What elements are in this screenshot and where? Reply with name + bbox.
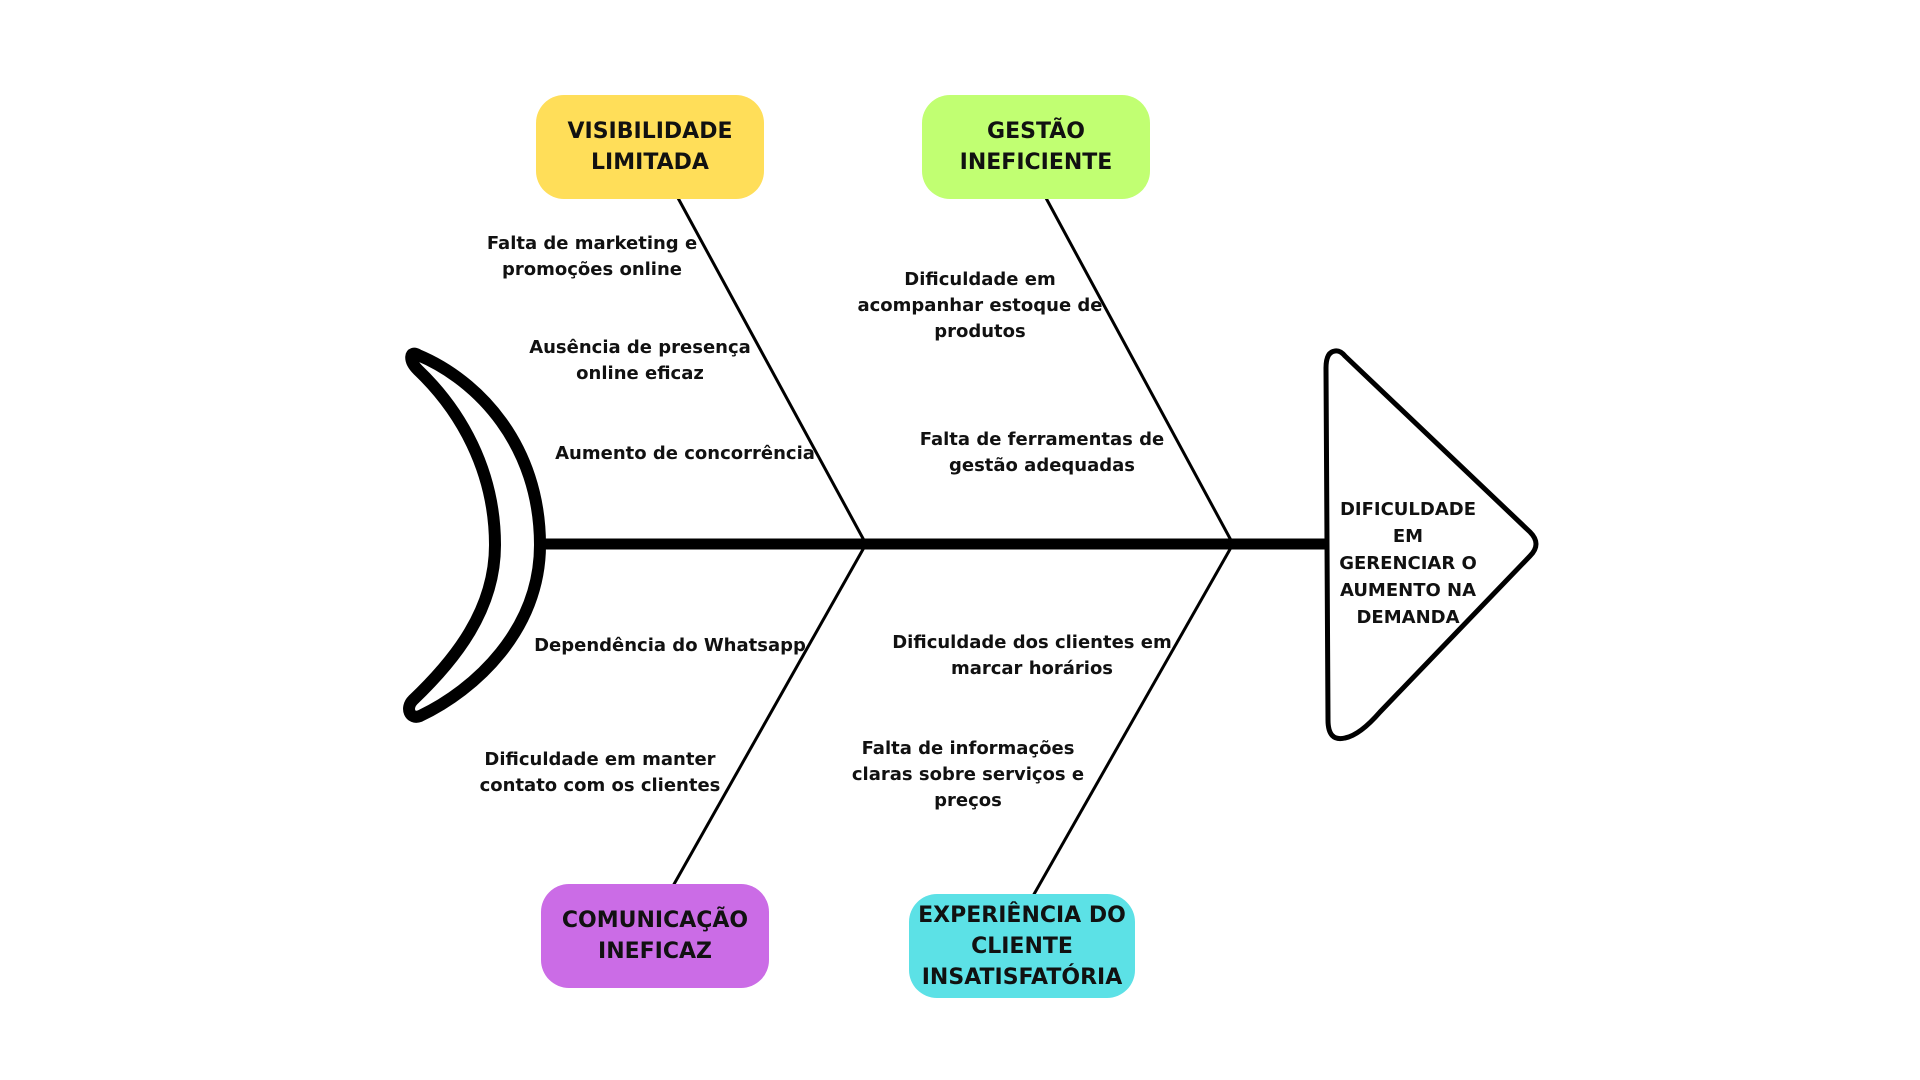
cause-dificuldade-estoque: Dificuldade em acompanhar estoque de pro…: [857, 269, 1103, 342]
category-comunicacao-ineficaz: COMUNICAÇÃO INEFICAZ: [541, 884, 769, 988]
category-visibilidade-limitada: VISIBILIDADE LIMITADA: [536, 95, 764, 199]
fish-tail: [403, 347, 546, 723]
cause-ausencia-de-presenca: Ausência de presença online eficaz: [529, 337, 751, 384]
bone-comunicacao: [671, 543, 868, 887]
cause-falta-de-marketing: Falta de marketing e promoções online: [486, 233, 698, 280]
cause-dependencia-whatsapp: Dependência do Whatsapp: [534, 635, 806, 656]
category-gestao-ineficiente: GESTÃO INEFICIENTE: [922, 95, 1150, 199]
category-experiencia-do-cliente: EXPERIÊNCIA DO CLIENTE INSATISFATÓRIA: [909, 894, 1135, 998]
cause-falta-de-informacoes: Falta de informações claras sobre serviç…: [851, 738, 1085, 811]
cause-falta-de-ferramentas: Falta de ferramentas de gestão adequadas: [919, 429, 1165, 476]
fish-head: [1323, 348, 1539, 742]
cause-dificuldade-contato: Dificuldade em manter contato com os cli…: [479, 749, 721, 796]
problem-statement: DIFICULDADE EM GERENCIAR O AUMENTO NA DE…: [1339, 499, 1477, 628]
bone-gestao: [1044, 197, 1235, 545]
cause-dificuldade-horarios: Dificuldade dos clientes em marcar horár…: [892, 632, 1172, 679]
bone-visibilidade: [676, 197, 868, 545]
cause-aumento-de-concorrencia: Aumento de concorrência: [555, 443, 815, 464]
bone-experiencia: [1031, 543, 1235, 897]
